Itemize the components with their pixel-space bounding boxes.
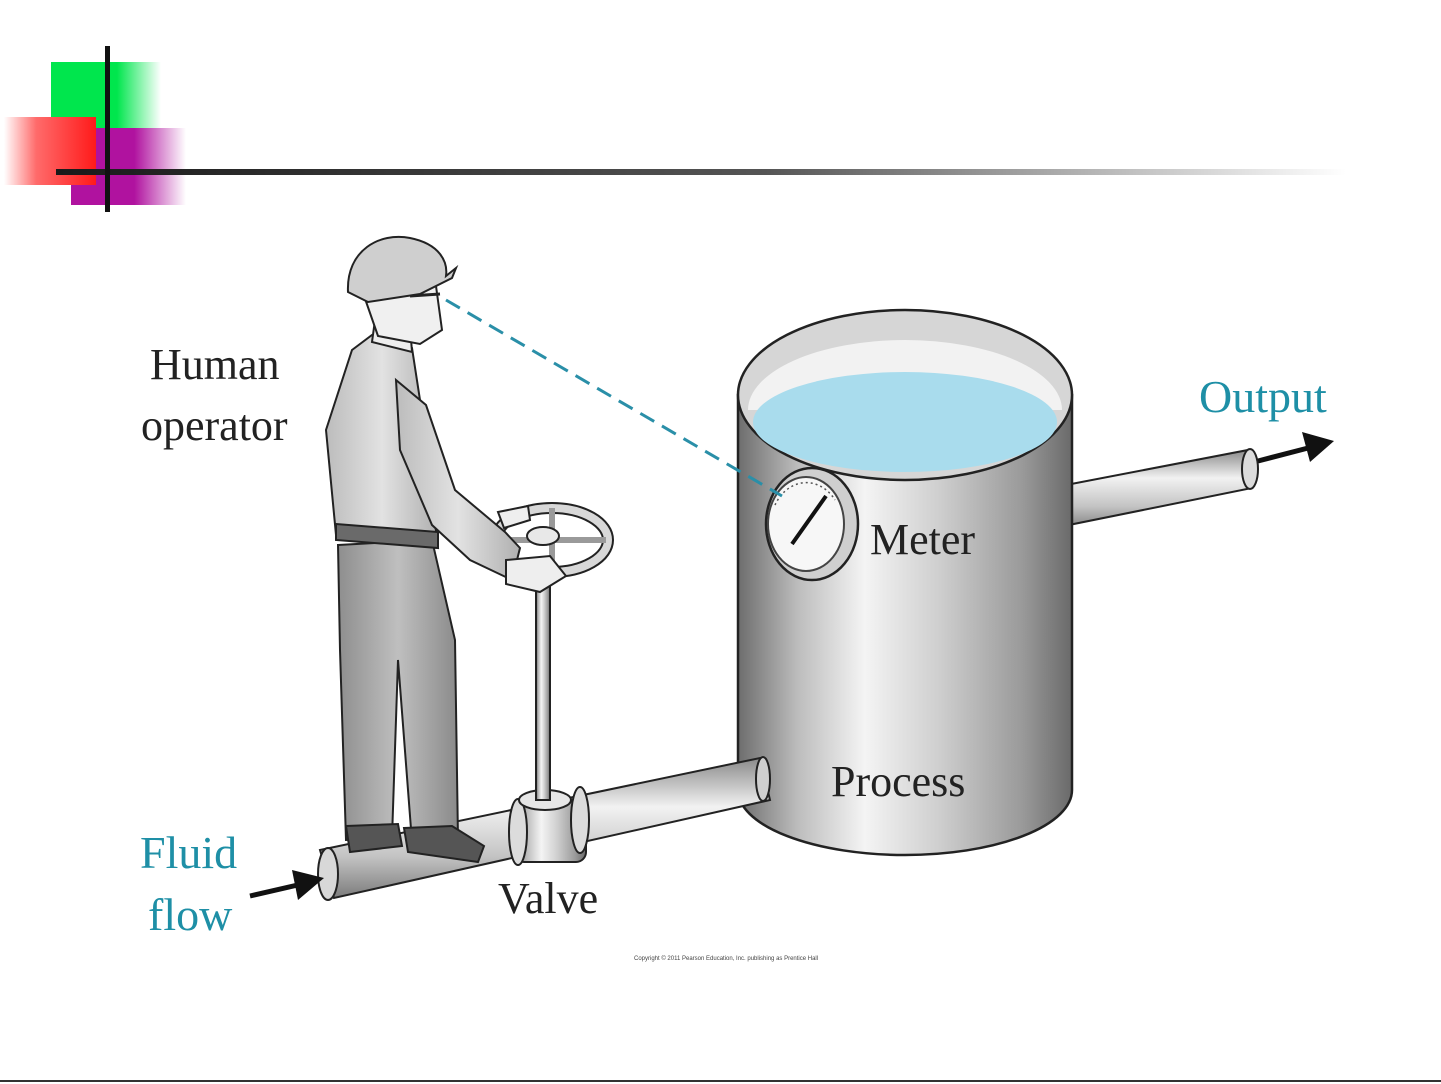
bottom-rule: [0, 1080, 1441, 1082]
label-process: Process: [831, 760, 965, 804]
valve-icon: [509, 560, 589, 865]
label-valve: Valve: [498, 877, 598, 921]
label-fluid: Fluid: [140, 830, 237, 876]
label-output: Output: [1199, 374, 1327, 420]
label-human: Human: [150, 343, 280, 387]
label-flow: flow: [148, 892, 232, 938]
sight-line: [446, 300, 782, 496]
output-arrow-icon: [1258, 432, 1334, 462]
copyright-notice: Copyright © 2011 Pearson Education, Inc.…: [634, 956, 818, 962]
label-operator: operator: [141, 404, 288, 448]
label-meter: Meter: [870, 518, 975, 562]
water-surface: [753, 372, 1057, 472]
fluid-flow-arrow-icon: [250, 870, 324, 900]
meter-gauge-icon: [766, 468, 858, 580]
operator-figure-icon: [326, 237, 566, 862]
